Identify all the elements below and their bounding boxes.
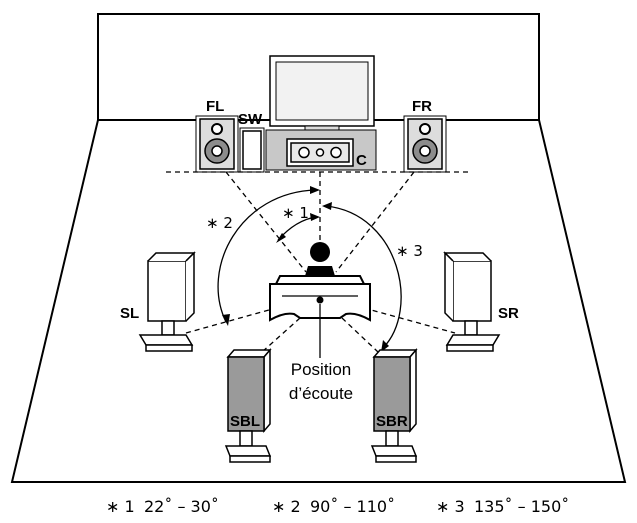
subwoofer-icon (239, 127, 265, 173)
label-sbr: SBR (376, 413, 408, 430)
legend-mark-3: ∗ 3 (436, 497, 465, 516)
label-fr: FR (412, 98, 432, 115)
legend-mark-1: ∗ 1 (106, 497, 135, 516)
listening-position-label-line2: d’écoute (289, 384, 353, 403)
legend-mark-2: ∗ 2 (272, 497, 301, 516)
sl-line (185, 307, 277, 334)
listening-position-dot (316, 296, 324, 304)
fl-line (225, 171, 307, 273)
sbr-line (341, 317, 379, 353)
legend-range-2: 90˚ – 110˚ (310, 497, 395, 516)
listening-position-label-line1: Position (291, 360, 351, 379)
label-sl: SL (120, 305, 139, 322)
label-c: C (356, 152, 367, 169)
center-speaker-icon (286, 138, 354, 167)
surround-right-speaker-icon (443, 251, 501, 352)
alignment-lines (166, 171, 472, 353)
angle-marker-1: ∗ 1 (282, 204, 309, 222)
legend-range-3: 135˚ – 150˚ (474, 497, 569, 516)
legend-range-1: 22˚ – 30˚ (144, 497, 219, 516)
arc-3 (325, 205, 402, 349)
label-sr: SR (498, 305, 519, 322)
front-left-speaker-icon (195, 115, 239, 173)
angle-marker-3: ∗ 3 (396, 242, 423, 260)
floor (10, 119, 627, 483)
front-right-speaker-icon (403, 115, 447, 173)
angle-marker-2: ∗ 2 (206, 214, 233, 232)
surround-back-right-speaker-icon (370, 347, 418, 463)
label-sbl: SBL (230, 413, 260, 430)
surround-back-left-speaker-icon (224, 347, 272, 463)
fr-line (335, 171, 415, 273)
sr-line (363, 307, 456, 334)
arc-arrowheads (222, 186, 389, 352)
tv-icon (269, 55, 375, 131)
label-sw: SW (238, 111, 263, 128)
arc-2 (217, 189, 317, 323)
label-fl: FL (206, 98, 224, 115)
angle-legend: ∗ 1 22˚ – 30˚ ∗ 2 90˚ – 110˚ ∗ 3 135˚ – … (106, 497, 569, 516)
sbl-line (261, 317, 301, 353)
surround-left-speaker-icon (138, 251, 196, 352)
